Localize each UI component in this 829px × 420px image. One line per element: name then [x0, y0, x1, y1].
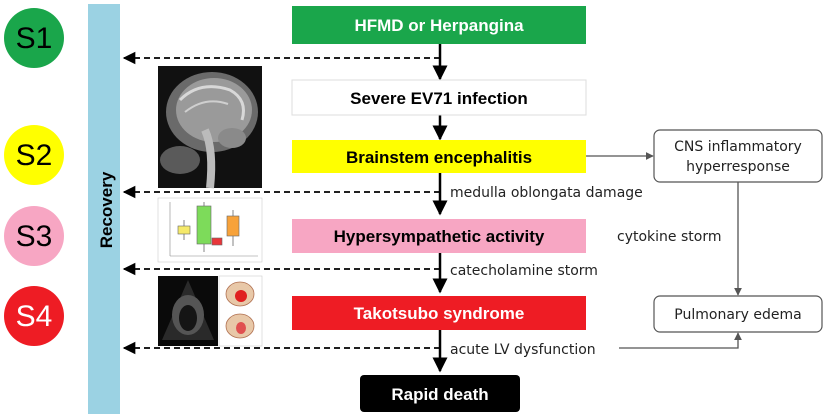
stage-circle [4, 8, 64, 68]
stage-s2: S2 [4, 125, 64, 185]
stage-circle [4, 125, 64, 185]
boxplot-image [157, 197, 263, 263]
box-hypersympathetic: Hypersympathetic activity [292, 219, 586, 253]
stage-label: S4 [16, 300, 53, 333]
box-takotsubo: Takotsubo syndrome [292, 296, 586, 330]
label-catecholamine: catecholamine storm [450, 263, 598, 279]
label-cytokine: cytokine storm [617, 229, 721, 245]
recovery-label: Recovery [97, 171, 116, 248]
label-lv: acute LV dysfunction [450, 342, 596, 358]
arrow-lv-to-edema [619, 332, 742, 349]
stage-s3: S3 [4, 206, 64, 266]
svg-text:Brainstem encephalitis: Brainstem encephalitis [346, 148, 532, 167]
mri-brain-image [158, 66, 262, 189]
label-medulla: medulla oblongata damage [450, 185, 643, 201]
svg-text:hyperresponse: hyperresponse [686, 159, 790, 175]
box-cns-inflammatory: CNS inflammatory hyperresponse [653, 129, 823, 183]
stage-label: S2 [16, 139, 53, 172]
box-severe-ev71: Severe EV71 infection [291, 79, 587, 116]
box-brainstem-encephalitis: Brainstem encephalitis [292, 140, 586, 173]
svg-text:Hypersympathetic activity: Hypersympathetic activity [334, 227, 545, 246]
svg-text:Severe EV71 infection: Severe EV71 infection [350, 89, 528, 108]
svg-text:HFMD or Herpangina: HFMD or Herpangina [354, 16, 524, 35]
stage-label: S3 [16, 220, 53, 253]
recovery-bar [88, 4, 120, 414]
box-hfmd: HFMD or Herpangina [292, 6, 586, 44]
svg-text:Pulmonary edema: Pulmonary edema [674, 307, 801, 323]
stage-label: S1 [16, 22, 53, 55]
box-pulmonary-edema: Pulmonary edema [653, 295, 823, 333]
stage-circle [4, 286, 64, 346]
box-rapid-death: Rapid death [360, 375, 520, 412]
svg-text:CNS inflammatory: CNS inflammatory [674, 139, 802, 155]
svg-text:Takotsubo syndrome: Takotsubo syndrome [354, 304, 525, 323]
stage-s1: S1 [4, 8, 64, 68]
svg-text:Rapid death: Rapid death [391, 385, 488, 404]
stage-s4: S4 [4, 286, 64, 346]
stage-circle [4, 206, 64, 266]
echo-heart-image [158, 275, 263, 347]
